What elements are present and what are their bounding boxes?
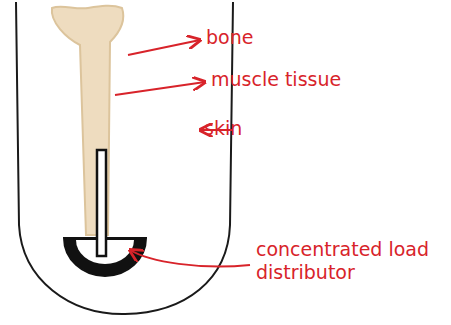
leader-line xyxy=(128,40,200,55)
skin-outline xyxy=(16,2,233,314)
part-label: muscle tissue xyxy=(211,68,391,91)
leader-line xyxy=(130,250,250,267)
part-label: skin xyxy=(204,117,324,140)
part-label: bone xyxy=(206,26,326,49)
bone-shape xyxy=(52,6,123,235)
part-label: concentrated load distributor xyxy=(256,238,441,284)
leader-line xyxy=(115,82,205,95)
rod xyxy=(97,150,106,256)
